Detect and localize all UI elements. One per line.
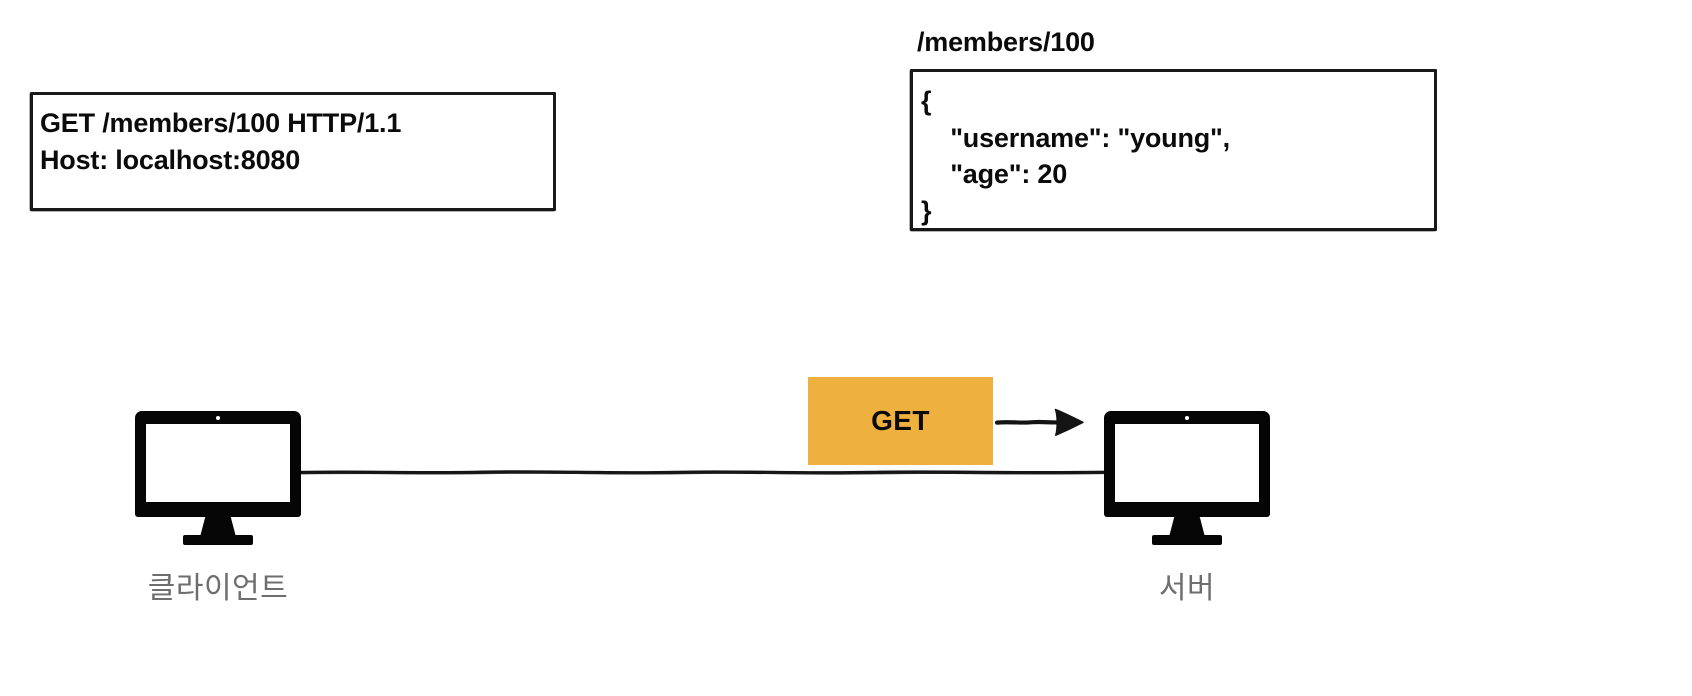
http-request-text: GET /members/100 HTTP/1.1 Host: localhos… — [40, 108, 402, 175]
monitor-camera-dot — [216, 416, 220, 420]
response-resource-label: /members/100 — [917, 27, 1095, 57]
server-label: 서버 — [1158, 572, 1216, 605]
http-response-json-text: { "username": "young", "age": 20 } — [921, 86, 1230, 227]
monitor-camera-dot — [1185, 416, 1189, 420]
monitor-neck — [1169, 515, 1205, 537]
client-monitor-icon — [135, 411, 301, 545]
client-server-connection-line — [298, 470, 1108, 475]
http-method-badge: GET — [808, 377, 993, 465]
client-label: 클라이언트 — [147, 572, 289, 605]
arrow-right-icon — [995, 408, 1084, 436]
monitor-screen — [1115, 424, 1259, 502]
monitor-neck — [200, 515, 236, 537]
monitor-screen — [146, 424, 290, 502]
server-monitor-icon — [1104, 411, 1270, 545]
http-request-box — [29, 92, 556, 212]
http-method-label: GET — [871, 405, 930, 436]
monitor-base — [183, 535, 253, 545]
monitor-base — [1152, 535, 1222, 545]
